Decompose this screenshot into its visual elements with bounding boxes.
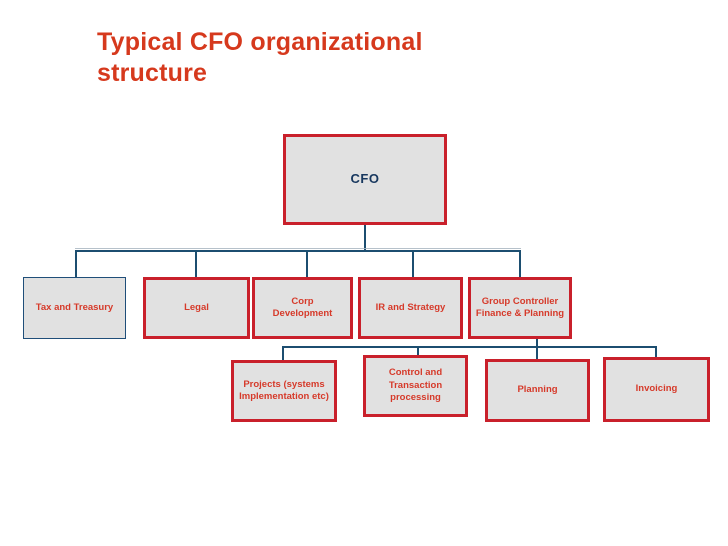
org-node-planning: Planning — [485, 359, 590, 422]
org-node-invoicing-label: Invoicing — [635, 383, 678, 395]
org-node-control-transaction: Control and Transaction processing — [363, 355, 468, 417]
org-node-corp-development-label: Corp Development — [272, 295, 333, 319]
page-title: Typical CFO organizational structure — [97, 28, 423, 87]
connector-cfo-stem — [364, 225, 366, 251]
org-node-projects: Projects (systems Implementation etc) — [231, 360, 337, 422]
connector-drop-legal — [195, 250, 197, 277]
org-node-control-transaction-label: Control and Transaction processing — [388, 367, 443, 404]
org-node-cfo: CFO — [283, 134, 447, 225]
connector-drop-ir-and-strategy — [412, 250, 414, 277]
org-node-tax-and-treasury: Tax and Treasury — [23, 277, 126, 339]
connector-level2-bus — [282, 346, 656, 348]
org-node-ir-and-strategy-label: IR and Strategy — [375, 301, 446, 313]
org-node-group-controller: Group Controller Finance & Planning — [468, 277, 572, 339]
connector-drop-invoicing — [655, 346, 657, 357]
connector-level1-bus-highlight — [75, 248, 521, 249]
connector-drop-control-transaction — [417, 346, 419, 355]
org-node-ir-and-strategy: IR and Strategy — [358, 277, 463, 339]
org-node-group-controller-label: Group Controller Finance & Planning — [475, 295, 565, 319]
connector-group-controller-stem — [536, 339, 538, 359]
connector-drop-projects — [282, 346, 284, 360]
connector-drop-group-controller — [519, 250, 521, 277]
org-node-projects-label: Projects (systems Implementation etc) — [239, 378, 329, 402]
connector-level1-bus — [75, 250, 521, 252]
org-node-tax-and-treasury-label: Tax and Treasury — [35, 301, 114, 313]
connector-drop-tax-and-treasury — [75, 250, 77, 277]
org-node-invoicing: Invoicing — [603, 357, 710, 422]
org-node-legal-label: Legal — [184, 301, 209, 313]
connector-drop-corp-development — [306, 250, 308, 277]
org-node-cfo-label: CFO — [350, 171, 380, 187]
org-node-planning-label: Planning — [517, 384, 558, 396]
org-node-legal: Legal — [143, 277, 250, 339]
org-node-corp-development: Corp Development — [252, 277, 353, 339]
